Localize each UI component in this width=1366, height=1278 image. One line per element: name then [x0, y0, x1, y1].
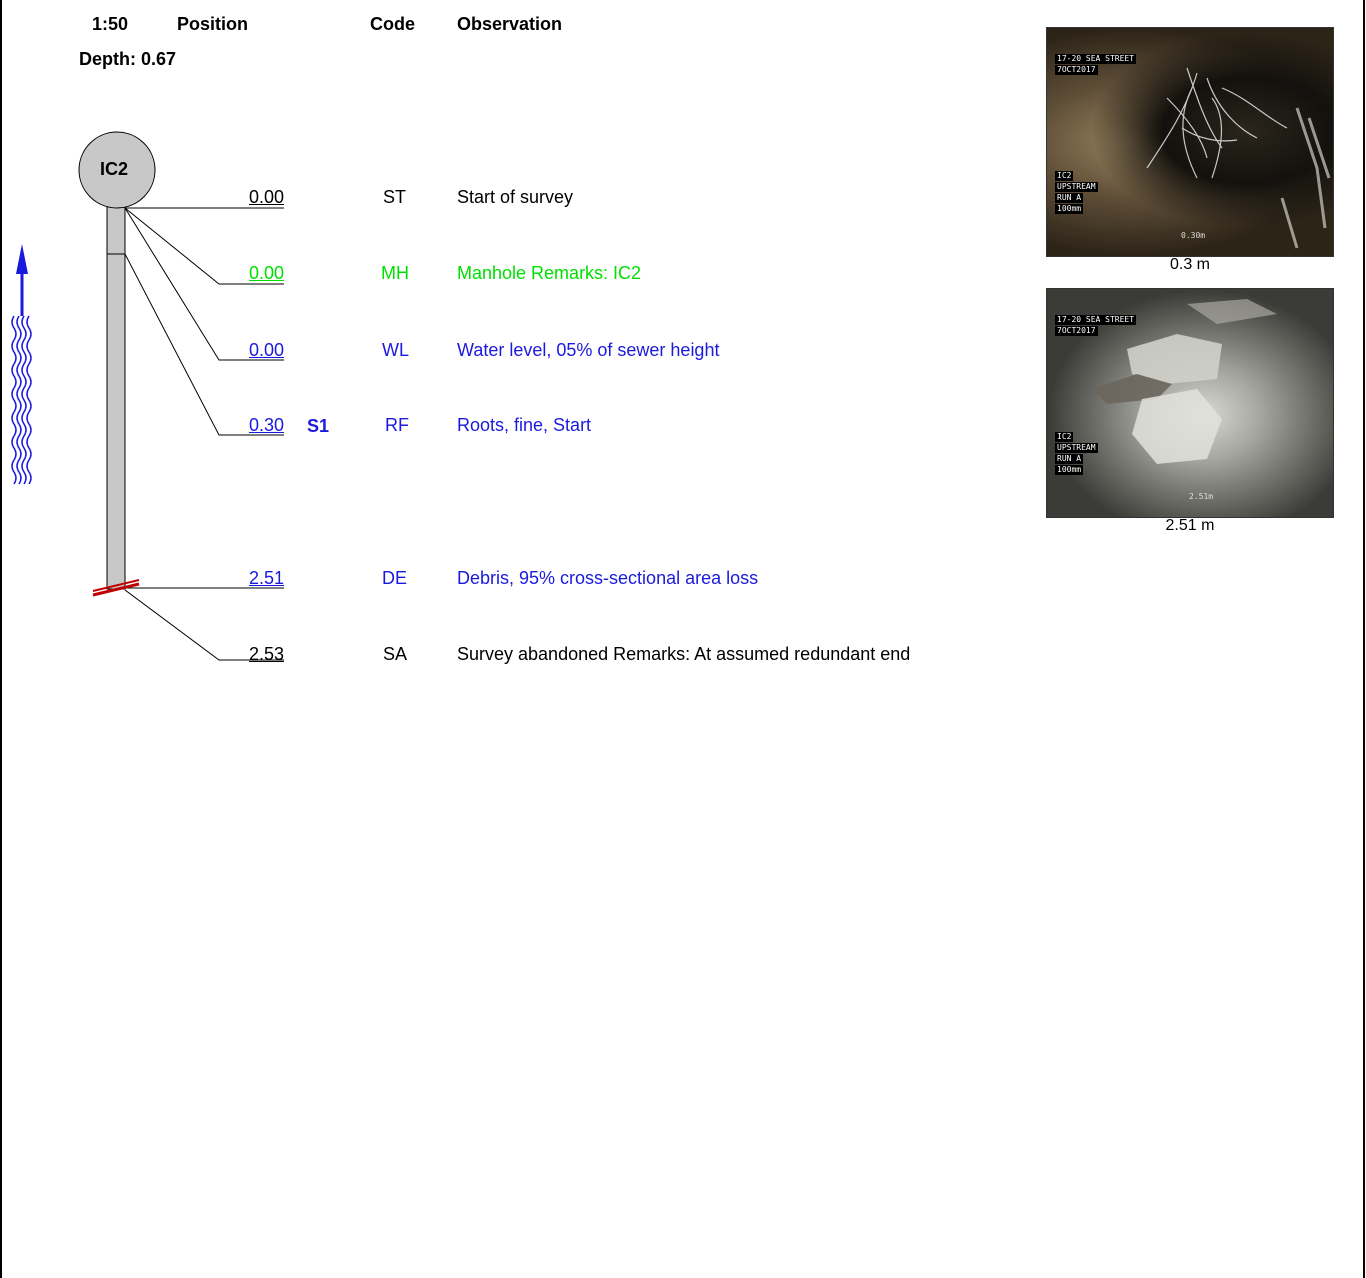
flow-direction-arrow-icon	[16, 244, 28, 316]
obs-code: WL	[382, 340, 409, 360]
left-border	[0, 0, 2, 1278]
obs-code: MH	[381, 263, 409, 283]
obs-text: Debris, 95% cross-sectional area loss	[457, 568, 759, 588]
photo-overlay-location: 17-20 SEA STREET	[1055, 54, 1137, 64]
photo-overlay-stamp: 0.30m	[1181, 231, 1206, 240]
obs-text: Manhole Remarks: IC2	[457, 263, 642, 283]
obs-text: Roots, fine, Start	[457, 415, 592, 435]
pipe-body	[106, 206, 126, 590]
photo-overlay-node: IC2	[1055, 171, 1074, 181]
obs-position: 2.51	[248, 568, 284, 588]
right-border	[1363, 0, 1365, 1278]
observation-header: Observation	[457, 14, 563, 34]
obs-section: S1	[307, 416, 330, 436]
leader-line-wl	[124, 207, 284, 361]
obs-text: Start of survey	[457, 187, 574, 207]
photo-overlay-node: IC2	[1055, 432, 1074, 442]
photo-overlay-date: 7OCT2017	[1055, 65, 1098, 75]
obs-position: 2.53	[248, 644, 284, 664]
cctv-photo: 17-20 SEA STREET 7OCT2017 IC2 UPSTREAM R…	[1046, 288, 1334, 518]
abandon-mark-icon	[92, 579, 140, 597]
obs-text: Water level, 05% of sewer height	[457, 340, 720, 360]
debris-image	[1092, 299, 1277, 464]
leader-line-mh	[124, 207, 284, 285]
cctv-photo: 17-20 SEA STREET 7OCT2017 IC2 UPSTREAM R…	[1046, 27, 1334, 257]
photo-caption: 2.51 m	[1165, 517, 1215, 534]
position-header: Position	[177, 14, 248, 34]
photo-overlay-date: 7OCT2017	[1055, 326, 1098, 336]
leader-line-rf	[124, 253, 284, 436]
roots-image	[1146, 67, 1331, 249]
obs-code: ST	[383, 187, 407, 207]
photo-caption: 0.3 m	[1169, 256, 1210, 273]
photo-overlay-direction: UPSTREAM	[1055, 443, 1098, 453]
obs-code: DE	[382, 568, 408, 588]
photo-overlay-diameter: 100mm	[1055, 204, 1084, 214]
photo-overlay-run: RUN A	[1055, 454, 1084, 464]
photo-overlay-run: RUN A	[1055, 193, 1084, 203]
leader-line-sa	[124, 589, 284, 661]
obs-code: RF	[385, 415, 409, 435]
photo-overlay-stamp: 2.51m	[1189, 492, 1214, 501]
photo-overlay-location: 17-20 SEA STREET	[1055, 315, 1137, 325]
scale-label: 1:50	[92, 14, 129, 34]
obs-text: Survey abandoned Remarks: At assumed red…	[457, 644, 911, 664]
photo-overlay-direction: UPSTREAM	[1055, 182, 1098, 192]
water-flow-icon	[11, 315, 32, 485]
obs-position: 0.00	[248, 263, 284, 283]
obs-position: 0.00	[248, 187, 284, 207]
node-label: IC2	[100, 159, 129, 179]
node-circle	[78, 131, 156, 209]
obs-position: 0.30	[248, 415, 284, 435]
code-header: Code	[370, 14, 415, 34]
obs-position: 0.00	[248, 340, 284, 360]
obs-code: SA	[383, 644, 408, 664]
photo-overlay-diameter: 100mm	[1055, 465, 1084, 475]
depth-label: Depth: 0.67	[79, 49, 177, 69]
